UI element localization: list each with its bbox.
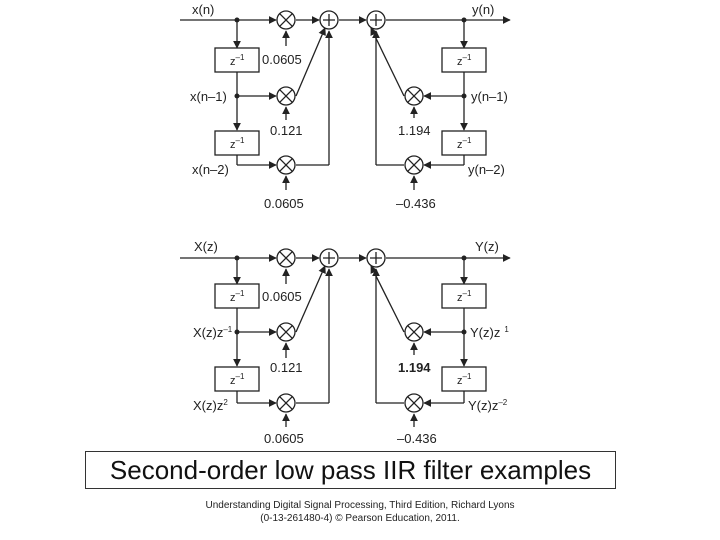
top-input-label: x(n) (192, 2, 214, 17)
bottom-x1-label: X(z)z–1 (193, 325, 233, 340)
delay-box (214, 366, 260, 392)
delay-label: z–1 (457, 372, 472, 387)
summer-icon (319, 248, 339, 268)
top-b0-coef: 0.0605 (262, 52, 302, 67)
multiplier-icon (404, 86, 424, 106)
credit-line-2: (0-13-261480-4) © Pearson Education, 201… (260, 513, 460, 524)
bottom-diagram (180, 254, 511, 427)
delay-box (214, 47, 260, 73)
bottom-input-label: X(z) (194, 239, 218, 254)
delay-box (441, 283, 487, 309)
delay-box (441, 47, 487, 73)
bottom-a1-coef: 1.194 (398, 360, 431, 375)
bottom-b1-coef: 0.121 (270, 360, 303, 375)
summer-icon (319, 10, 339, 30)
delay-box (441, 130, 487, 156)
delay-label: z–1 (457, 53, 472, 68)
multiplier-icon (276, 86, 296, 106)
delay-box (441, 366, 487, 392)
multiplier-icon (404, 155, 424, 175)
top-a2-coef: –0.436 (396, 196, 436, 211)
junction-dots (234, 17, 467, 335)
top-y2-label: y(n–2) (468, 162, 505, 177)
bottom-output-label: Y(z) (475, 239, 499, 254)
credit-line-1: Understanding Digital Signal Processing,… (205, 500, 515, 511)
top-a1-coef: 1.194 (398, 123, 431, 138)
delay-label: z–1 (230, 372, 245, 387)
summer-icon (366, 10, 386, 30)
summer-icon (366, 248, 386, 268)
multiplier-icon (276, 393, 296, 413)
iir-filter-diagrams: z–1 z–1 z–1 z–1 z–1 z–1 z–1 z–1 x(n) y(n… (180, 2, 511, 446)
top-diagram (180, 16, 511, 190)
delay-box (214, 283, 260, 309)
multiplier-icon (276, 248, 296, 268)
delay-label: z–1 (230, 53, 245, 68)
top-x1-label: x(n–1) (190, 89, 227, 104)
top-b2-coef: 0.0605 (264, 196, 304, 211)
delay-box (214, 130, 260, 156)
multiplier-icon (276, 322, 296, 342)
top-output-label: y(n) (472, 2, 494, 17)
bottom-x2-label: X(z)z2 (193, 398, 228, 413)
multiplier-icon (276, 155, 296, 175)
delay-label: z–1 (457, 289, 472, 304)
multiplier-icon (404, 393, 424, 413)
bottom-a2-coef: –0.436 (397, 431, 437, 446)
bottom-y2-label: Y(z)z–2 (468, 398, 508, 413)
top-b1-coef: 0.121 (270, 123, 303, 138)
top-y1-label: y(n–1) (471, 89, 508, 104)
delay-label: z–1 (230, 136, 245, 151)
multiplier-icon (276, 10, 296, 30)
delay-label: z–1 (230, 289, 245, 304)
caption-box: Second-order low pass IIR filter example… (85, 451, 616, 489)
top-x2-label: x(n–2) (192, 162, 229, 177)
caption-text: Second-order low pass IIR filter example… (109, 454, 592, 485)
multiplier-icon (404, 322, 424, 342)
bottom-b2-coef: 0.0605 (264, 431, 304, 446)
bottom-b0-coef: 0.0605 (262, 289, 302, 304)
delay-label: z–1 (457, 136, 472, 151)
